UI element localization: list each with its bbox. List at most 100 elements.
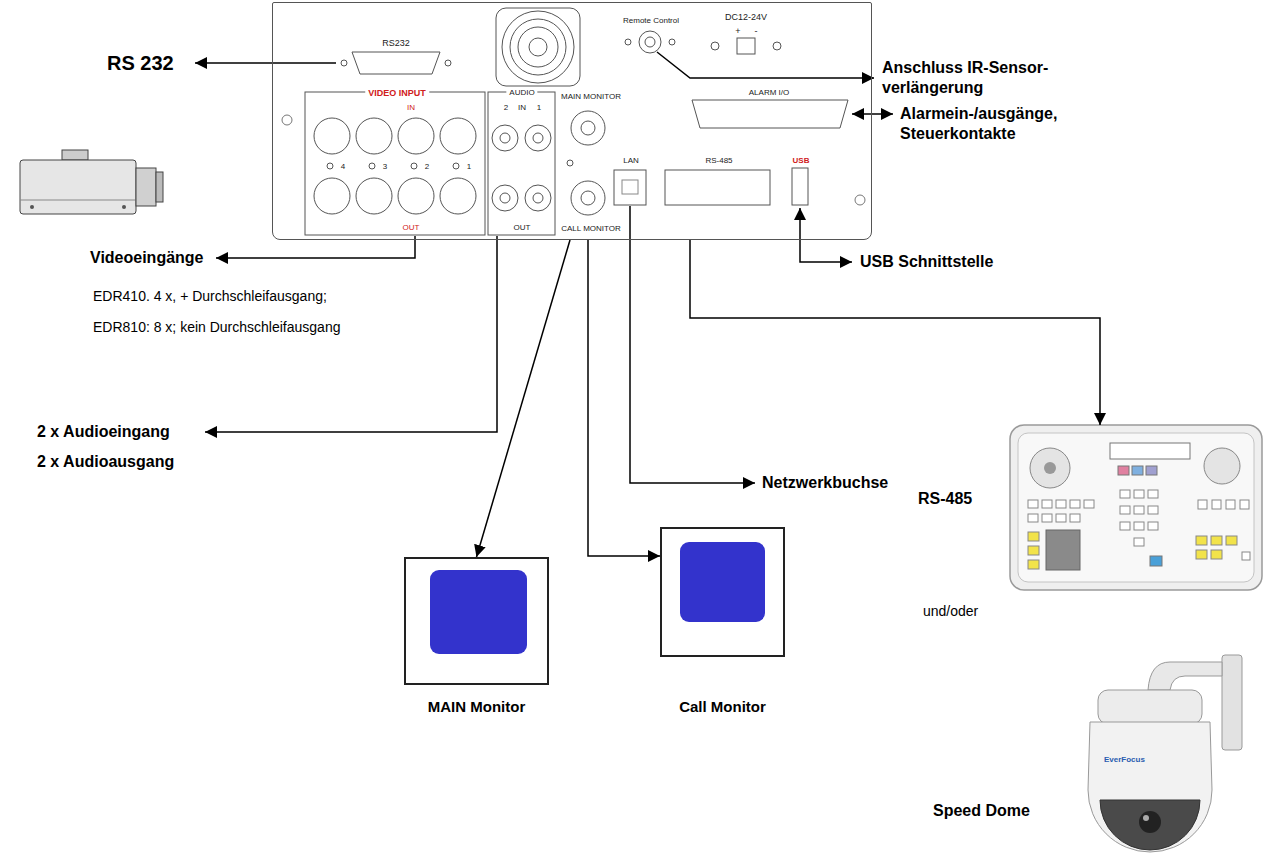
port-label: AUDIO xyxy=(506,88,537,97)
key xyxy=(1120,490,1130,498)
camera-mount xyxy=(62,150,88,160)
rca-jack xyxy=(492,185,518,211)
bnc-jack xyxy=(398,178,434,214)
key xyxy=(1212,500,1221,509)
device-label: Speed Dome xyxy=(933,802,1030,820)
screw xyxy=(773,42,781,50)
rca-jack xyxy=(492,125,518,151)
camera-body xyxy=(20,160,136,214)
key xyxy=(1150,556,1162,566)
dome-arm xyxy=(1148,662,1222,690)
rs232-connector xyxy=(352,52,440,74)
key xyxy=(1134,522,1144,530)
port-label: 2 xyxy=(425,162,429,171)
key xyxy=(1146,466,1157,475)
callout-label: 2 x Audioausgang xyxy=(37,452,174,472)
rca-core xyxy=(500,133,510,143)
power-socket xyxy=(737,38,755,54)
leader-arrow xyxy=(852,113,893,115)
port-label: DC12-24V xyxy=(725,12,767,22)
keyboard-display xyxy=(1110,443,1190,459)
bnc-jack xyxy=(314,118,350,154)
port-label: CALL MONITOR xyxy=(561,224,621,233)
bnc-jack xyxy=(571,111,605,145)
bnc-core xyxy=(581,121,595,135)
key xyxy=(1084,500,1094,508)
connector-screw xyxy=(445,60,451,66)
key xyxy=(1056,514,1066,522)
indicator xyxy=(567,160,573,166)
port-label: 2 xyxy=(504,103,508,112)
camera-detail xyxy=(20,200,136,201)
port-label: VIDEO INPUT xyxy=(365,88,429,98)
key xyxy=(1134,538,1144,546)
fan-ring xyxy=(510,19,566,75)
key xyxy=(1148,490,1158,498)
key xyxy=(1211,550,1222,559)
key xyxy=(1132,466,1143,475)
connector-arrow xyxy=(588,240,660,556)
key xyxy=(1028,514,1038,522)
leader-arrow xyxy=(195,62,336,64)
connector-arrow xyxy=(690,240,1100,425)
lan-jack-inner xyxy=(622,180,638,194)
connector-screw xyxy=(341,60,347,66)
leader-arrow xyxy=(657,52,874,78)
key xyxy=(1056,500,1066,508)
monitor-box: Call Monitor xyxy=(660,527,785,657)
indicator xyxy=(327,163,333,169)
dome-bubble xyxy=(1100,800,1200,850)
keyboard-body xyxy=(1010,425,1262,590)
bnc-jack xyxy=(440,178,476,214)
port-label: RS-485 xyxy=(705,156,732,165)
key xyxy=(1226,500,1235,509)
bnc-jack xyxy=(314,178,350,214)
fan-hub xyxy=(529,38,547,56)
audio-frame xyxy=(488,92,555,235)
key xyxy=(1028,500,1038,508)
dvr-rear-panel: RS232Remote ControlDC12-24V+-VIDEO INPUT… xyxy=(272,2,872,240)
port-label: LAN xyxy=(623,156,639,165)
port-label: 4 xyxy=(341,162,345,171)
key xyxy=(1196,536,1207,545)
callout-label: Videoeingänge xyxy=(90,248,204,268)
dome-lens xyxy=(1139,811,1161,833)
device-label: RS-485 xyxy=(918,490,972,508)
port-label: IN xyxy=(518,103,526,112)
key xyxy=(1134,490,1144,498)
bnc-jack xyxy=(398,118,434,154)
connector-arrow xyxy=(477,240,571,557)
device-label: Call Monitor xyxy=(679,698,766,715)
key xyxy=(1211,536,1222,545)
leader-arrow xyxy=(630,206,755,483)
key xyxy=(1070,500,1080,508)
indicator xyxy=(669,39,675,45)
port-label: MAIN MONITOR xyxy=(561,92,621,101)
monitor-screen xyxy=(680,542,765,622)
port-label: + xyxy=(735,26,740,36)
key xyxy=(1120,522,1130,530)
rca-jack xyxy=(525,185,551,211)
usb-port xyxy=(792,168,808,205)
callout-label: EDR810: 8 x; kein Durchschleifausgang xyxy=(93,319,340,337)
key xyxy=(1148,506,1158,514)
rca-jack xyxy=(525,125,551,151)
callout-label: RS 232 xyxy=(107,51,174,76)
camera-lens xyxy=(136,168,156,206)
keyboard-face xyxy=(1018,433,1254,582)
rca-core xyxy=(500,193,510,203)
bnc-jack xyxy=(356,178,392,214)
callout-label: und/oder xyxy=(923,603,978,621)
speed-dome: Speed Dome xyxy=(1045,645,1245,860)
rs485-terminal xyxy=(665,170,770,205)
dome-housing xyxy=(1088,722,1212,852)
leader-arrow xyxy=(800,208,852,262)
bnc-core xyxy=(581,191,595,205)
callout-label: 2 x Audioeingang xyxy=(37,422,170,442)
port-label: OUT xyxy=(514,223,531,232)
port-label: OUT xyxy=(403,223,420,232)
fan-ring xyxy=(502,11,574,83)
key xyxy=(1042,514,1052,522)
